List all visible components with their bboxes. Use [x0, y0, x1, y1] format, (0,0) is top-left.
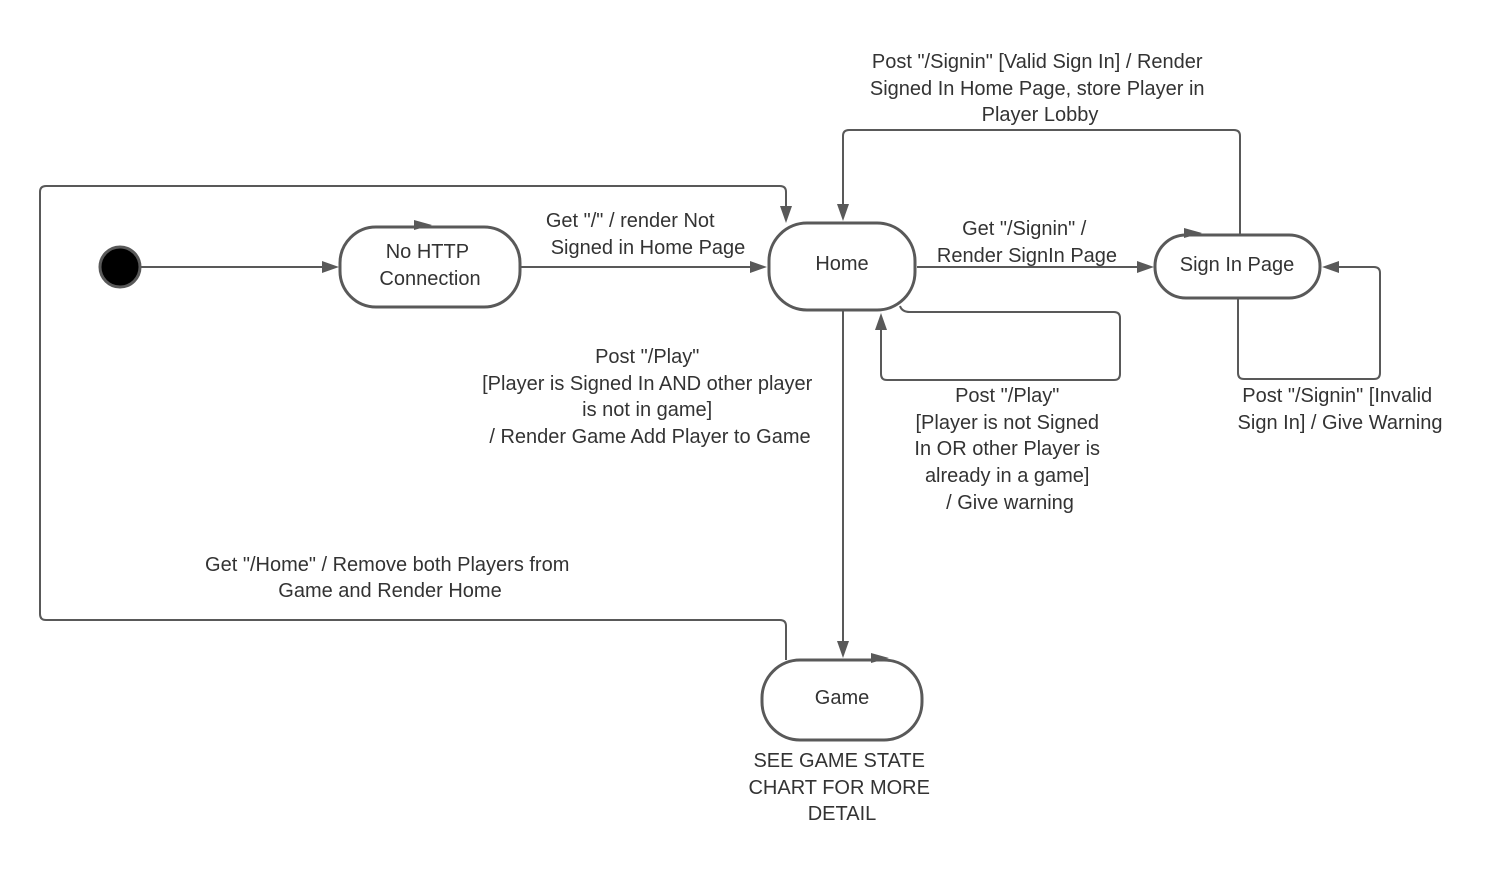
- state-game-label: Game: [815, 687, 869, 709]
- arrowhead-icon: [837, 641, 849, 658]
- state-home-label: Home: [815, 253, 868, 275]
- label-get-root: Get "/" / render Not Signed in Home Page: [546, 210, 745, 259]
- arrowhead-icon: [837, 204, 849, 221]
- edge-game-to-home: [39, 185, 787, 660]
- entry-arrow-icon: [414, 220, 432, 230]
- arrowhead-icon: [322, 261, 339, 273]
- arrowhead-icon: [780, 206, 792, 223]
- edge-sign-in-to-home-valid: [842, 129, 1241, 234]
- label-post-play-valid: Post "/Play" [Player is Signed In AND ot…: [482, 346, 818, 448]
- state-no-http-label: No HTTP Connection: [379, 241, 480, 290]
- state-no-http: [338, 225, 522, 309]
- edge-home-self-loop: [880, 305, 1121, 381]
- game-note: SEE GAME STATE CHART FOR MORE DETAIL: [748, 750, 935, 825]
- entry-arrow-icon: [871, 653, 889, 663]
- state-sign-in-label: Sign In Page: [1180, 254, 1295, 276]
- label-post-signin-valid: Post "/Signin" [Valid Sign In] / Render …: [870, 51, 1210, 126]
- entry-arrow-icon: [1184, 228, 1202, 238]
- arrowhead-icon: [875, 313, 887, 330]
- arrowhead-icon: [1322, 261, 1339, 273]
- edge-sign-in-self-loop: [1237, 266, 1381, 380]
- label-post-signin-invalid: Post "/Signin" [Invalid Sign In] / Give …: [1238, 385, 1443, 434]
- label-get-signin: Get "/Signin" / Render SignIn Page: [937, 218, 1117, 267]
- state-game: [760, 658, 924, 742]
- arrowhead-icon: [1137, 261, 1154, 273]
- arrowhead-icon: [750, 261, 767, 273]
- label-post-play-invalid: Post "/Play" [Player is not Signed In OR…: [914, 385, 1105, 514]
- label-get-home: Get "/Home" / Remove both Players from G…: [205, 554, 575, 602]
- initial-node-icon: [98, 245, 142, 289]
- state-sign-in-page: [1153, 233, 1322, 300]
- state-home: [767, 221, 917, 312]
